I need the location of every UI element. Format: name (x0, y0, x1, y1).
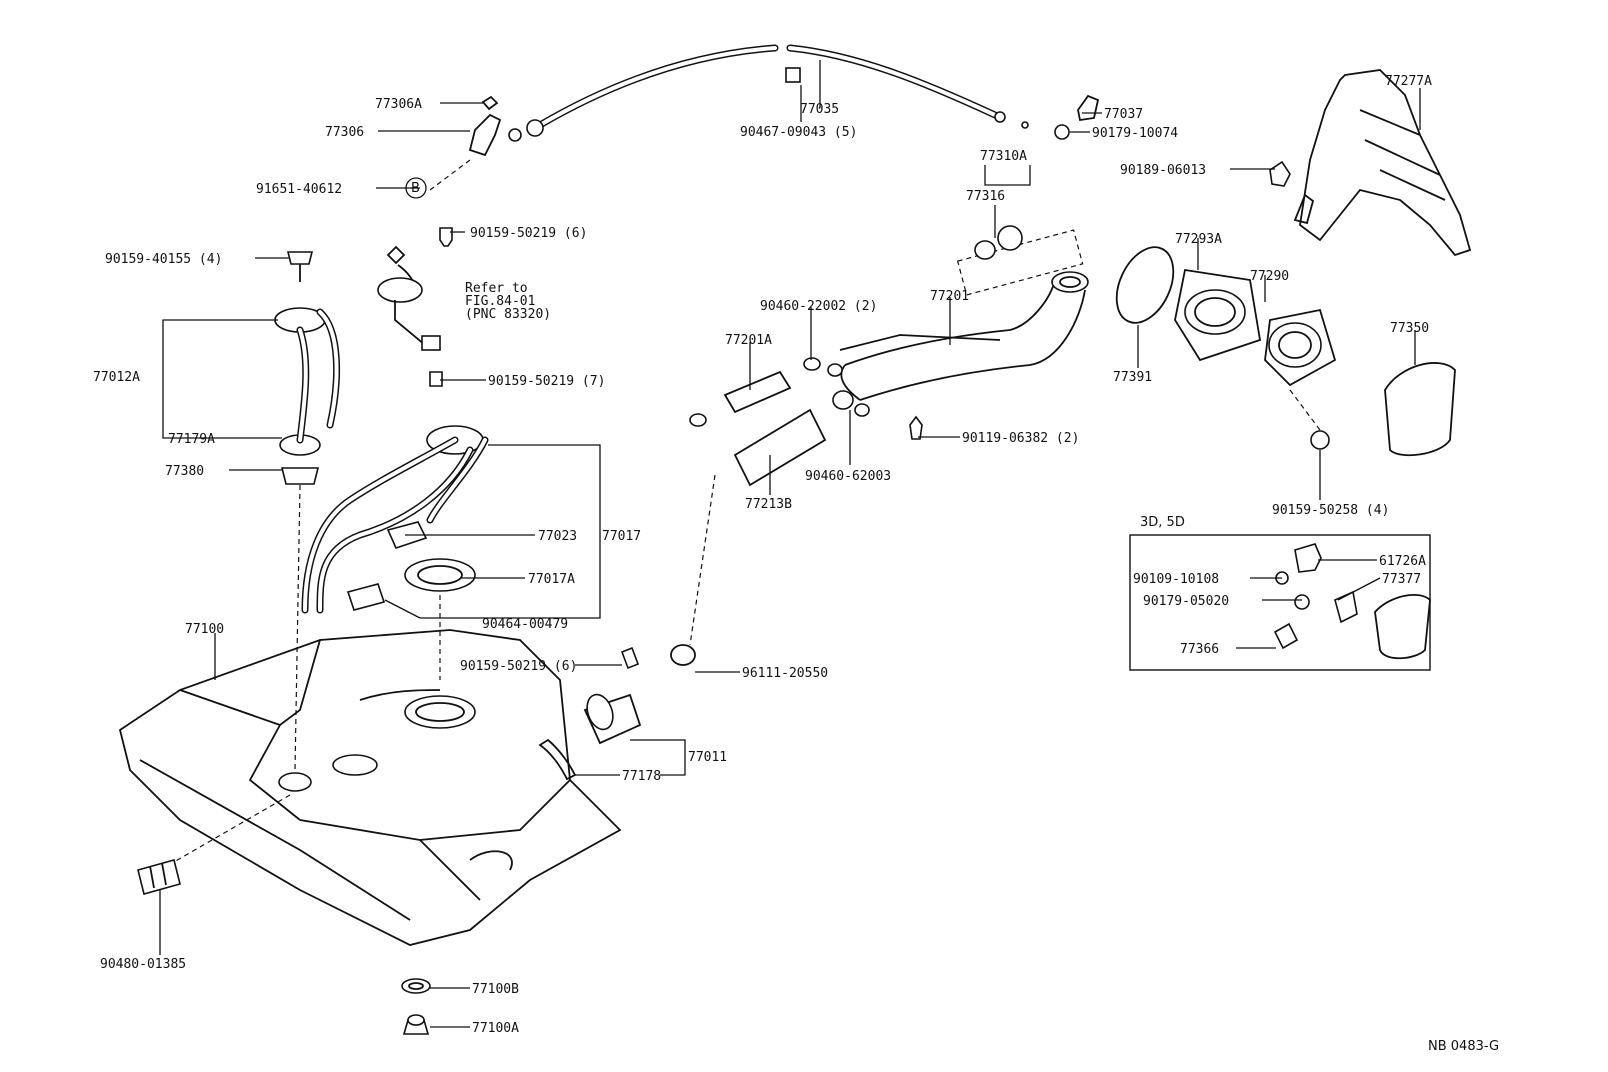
label-circle-b: B (411, 181, 420, 196)
fuel-filler-lid (1384, 362, 1456, 457)
label-77306A: 77306A (375, 97, 422, 112)
fuel-tank (118, 629, 622, 946)
lid-lock-bracket (1054, 94, 1100, 140)
label-77377: 77377 (1382, 572, 1421, 587)
ref-line-2: FIG.84-01 (465, 294, 535, 309)
label-77179A: 77179A (168, 432, 215, 447)
inset-title: 3D, 5D (1140, 515, 1185, 530)
label-77023: 77023 (538, 529, 577, 544)
ref-line-1: Refer to (465, 281, 528, 296)
label-77391: 77391 (1113, 370, 1152, 385)
label-77277A: 77277A (1385, 74, 1432, 89)
label-77316: 77316 (966, 189, 1005, 204)
leader-lines (159, 60, 1421, 1028)
label-90467-09043: 90467-09043 (5) (740, 125, 857, 140)
label-90189-06013: 90189-06013 (1120, 163, 1206, 178)
filler-pipe (839, 225, 1089, 401)
label-77100B: 77100B (472, 982, 519, 997)
label-77178: 77178 (622, 769, 661, 784)
inlet-box (1115, 246, 1337, 450)
fuel-sub-tank (538, 644, 696, 781)
label-77012A: 77012A (93, 370, 140, 385)
label-90464-00479: 90464-00479 (482, 617, 568, 632)
label-90179-05020: 90179-05020 (1143, 594, 1229, 609)
label-90159-50219-7: 90159-50219 (7) (488, 374, 605, 389)
fuel-sender-gauge (377, 227, 453, 351)
callout-labels: 77306A 77306 91651-40612 B 90467-09043 (… (93, 74, 1499, 1054)
fuel-tank-protector (1269, 69, 1472, 257)
label-77380: 77380 (165, 464, 204, 479)
label-90159-50219-6-bottom: 90159-50219 (6) (460, 659, 577, 674)
label-77100: 77100 (185, 622, 224, 637)
label-61726A: 61726A (1379, 554, 1426, 569)
label-77366: 77366 (1180, 642, 1219, 657)
label-90159-50219-6-top: 90159-50219 (6) (470, 226, 587, 241)
label-77100A: 77100A (472, 1021, 519, 1036)
inset-3d-5d (1129, 534, 1431, 671)
figure-code: NB 0483-G (1428, 1039, 1499, 1054)
label-91651-40612: 91651-40612 (256, 182, 342, 197)
label-77293A: 77293A (1175, 232, 1222, 247)
label-77213B: 77213B (745, 497, 792, 512)
tank-cushions (137, 859, 431, 1035)
label-77310A: 77310A (980, 149, 1027, 164)
label-90179-10074: 90179-10074 (1092, 126, 1178, 141)
label-90460-22002: 90460-22002 (2) (760, 299, 877, 314)
label-77017A: 77017A (528, 572, 575, 587)
opener-lever (429, 95, 502, 191)
label-77290: 77290 (1250, 269, 1289, 284)
label-96111-20550: 96111-20550 (742, 666, 828, 681)
label-90109-10108: 90109-10108 (1133, 572, 1219, 587)
ref-line-3: (PNC 83320) (465, 307, 551, 322)
label-77011: 77011 (688, 750, 727, 765)
filler-fasteners (827, 363, 923, 440)
label-90159-40155: 90159-40155 (4) (105, 252, 222, 267)
label-77017: 77017 (602, 529, 641, 544)
label-90119-06382: 90119-06382 (2) (962, 431, 1079, 446)
label-77350: 77350 (1390, 321, 1429, 336)
label-90460-62003: 90460-62003 (805, 469, 891, 484)
label-77035: 77035 (800, 102, 839, 117)
label-77201: 77201 (930, 289, 969, 304)
label-90480-01385: 90480-01385 (100, 957, 186, 972)
filler-hoses (689, 357, 854, 646)
label-77201A: 77201A (725, 333, 772, 348)
label-77037: 77037 (1104, 107, 1143, 122)
fuel-pump-tubes (274, 251, 489, 771)
label-77306: 77306 (325, 125, 364, 140)
opener-cable (508, 44, 1029, 142)
label-90159-50258: 90159-50258 (4) (1272, 503, 1389, 518)
